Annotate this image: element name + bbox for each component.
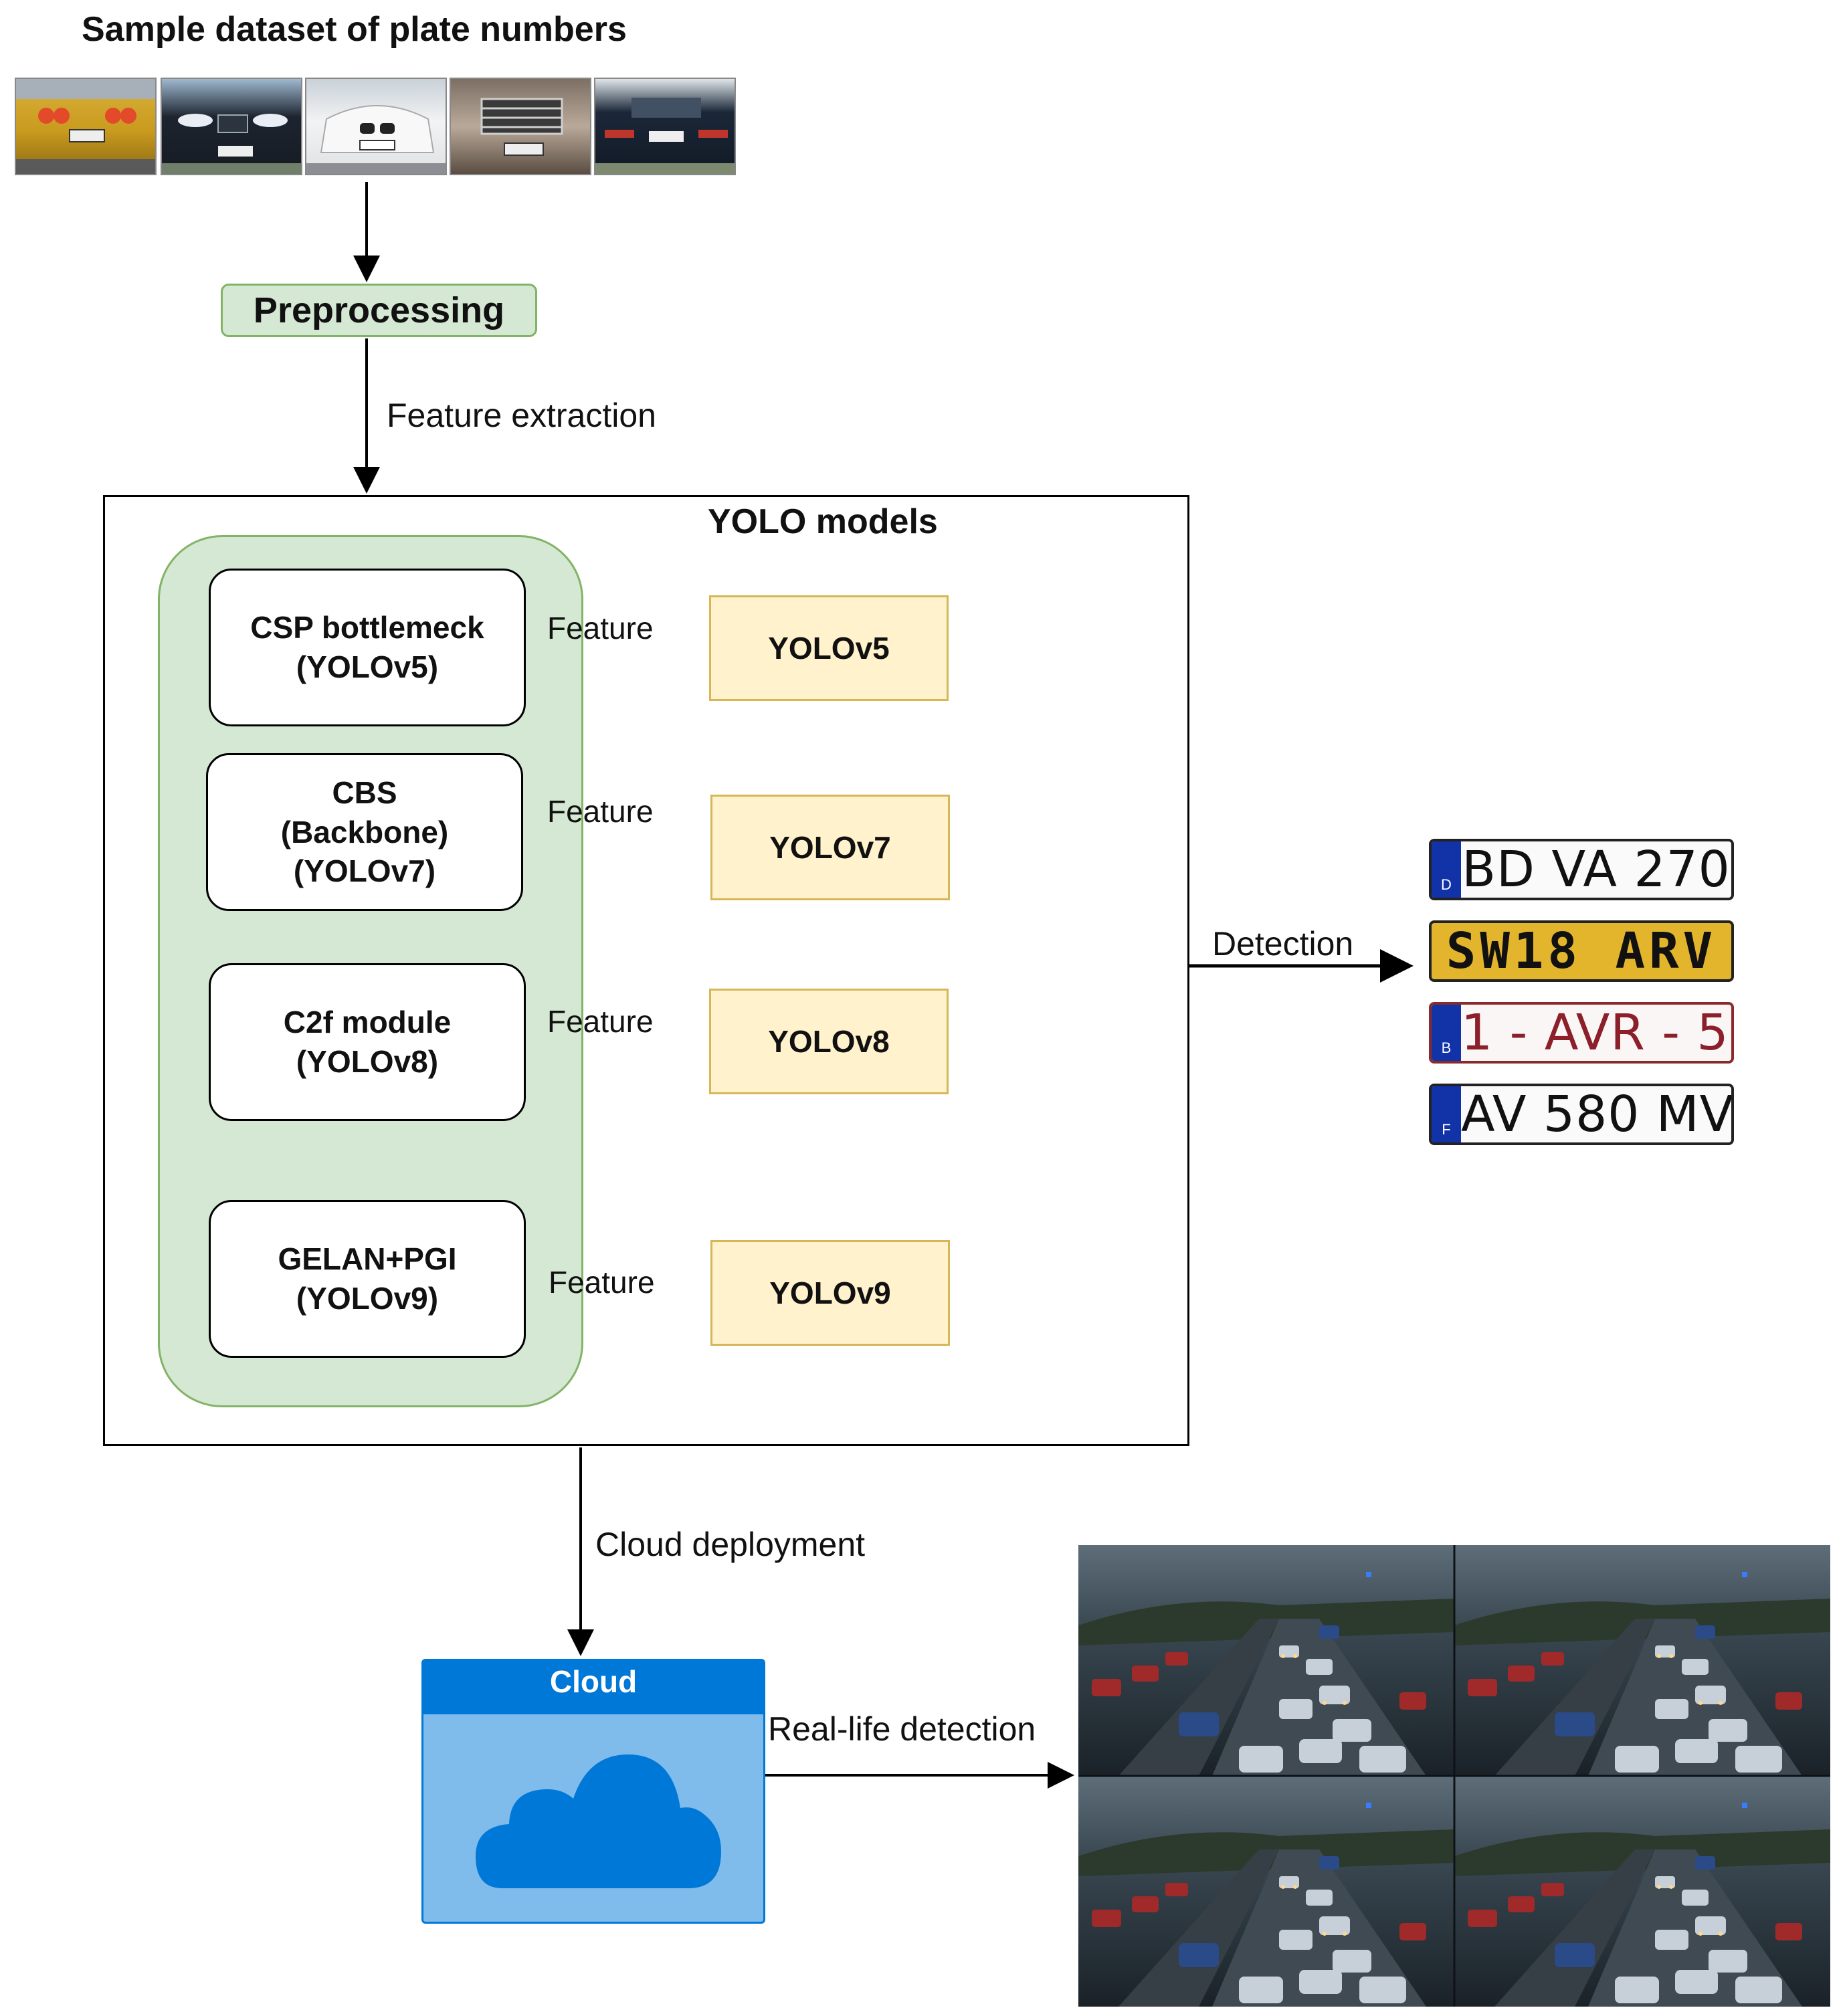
module-line: (YOLOv5) xyxy=(296,649,439,684)
cloud-deployment-label: Cloud deployment xyxy=(595,1526,866,1563)
yolov5-box: YOLOv5 xyxy=(709,595,949,701)
module-line: (Backbone) xyxy=(280,814,449,849)
module-c2f: C2f module (YOLOv8) xyxy=(209,963,526,1121)
license-plate: D BD VA 270 xyxy=(1429,839,1734,900)
eu-strip: F xyxy=(1432,1086,1461,1142)
car-thumbnail xyxy=(450,78,591,175)
eu-strip: D xyxy=(1432,841,1461,898)
car-image xyxy=(16,79,155,174)
license-plate: F AV 580 MV xyxy=(1429,1084,1734,1145)
module-line: CBS xyxy=(332,775,397,810)
yolo-models-title: YOLO models xyxy=(708,502,938,541)
car-thumbnail xyxy=(15,78,157,175)
car-thumbnail xyxy=(305,78,447,175)
yolov8-box: YOLOv8 xyxy=(709,989,949,1094)
traffic-detection-image xyxy=(1078,1545,1830,2007)
car-image xyxy=(162,114,301,174)
cloud-icon xyxy=(476,1754,721,1888)
module-line: CSP bottlemeck xyxy=(250,610,484,645)
license-plate: SW18 ARV xyxy=(1429,920,1734,982)
module-line: (YOLOv9) xyxy=(296,1281,439,1316)
car-thumbnail xyxy=(594,78,736,175)
module-line: (YOLOv7) xyxy=(293,853,436,889)
module-gelan-pgi: GELAN+PGI (YOLOv9) xyxy=(209,1200,526,1358)
module-line: (YOLOv8) xyxy=(296,1044,439,1079)
preprocessing-box: Preprocessing xyxy=(221,284,537,337)
module-line: C2f module xyxy=(283,1005,452,1040)
cloud-title: Cloud xyxy=(423,1661,763,1714)
plate-text: 1 - AVR - 556 xyxy=(1461,1004,1731,1062)
car-image xyxy=(480,98,563,156)
detection-label: Detection xyxy=(1212,925,1354,963)
car-image xyxy=(595,98,735,174)
plate-text: AV 580 MV xyxy=(1461,1086,1734,1143)
dataset-title: Sample dataset of plate numbers xyxy=(82,10,627,49)
feature-label: Feature xyxy=(547,794,654,829)
yolov9-box: YOLOv9 xyxy=(710,1240,950,1346)
cloud-window: Cloud xyxy=(421,1659,765,1924)
feature-label: Feature xyxy=(547,611,654,645)
car-thumbnail xyxy=(161,78,302,175)
eu-strip: B xyxy=(1432,1005,1461,1061)
car-image xyxy=(306,105,446,174)
module-line: GELAN+PGI xyxy=(278,1241,457,1277)
traffic-grid xyxy=(1078,1545,1830,2007)
plate-text: SW18 ARV xyxy=(1446,922,1717,980)
real-life-detection-label: Real-life detection xyxy=(768,1710,1036,1748)
feature-label: Feature xyxy=(549,1265,655,1300)
license-plate: B 1 - AVR - 556 xyxy=(1429,1002,1734,1064)
module-csp-bottleneck: CSP bottlemeck (YOLOv5) xyxy=(209,569,526,726)
yolov7-box: YOLOv7 xyxy=(710,795,950,900)
feature-extraction-label: Feature extraction xyxy=(387,397,656,434)
module-cbs-backbone: CBS (Backbone) (YOLOv7) xyxy=(206,753,523,911)
plate-text: BD VA 270 xyxy=(1462,841,1731,898)
feature-label: Feature xyxy=(547,1004,654,1039)
